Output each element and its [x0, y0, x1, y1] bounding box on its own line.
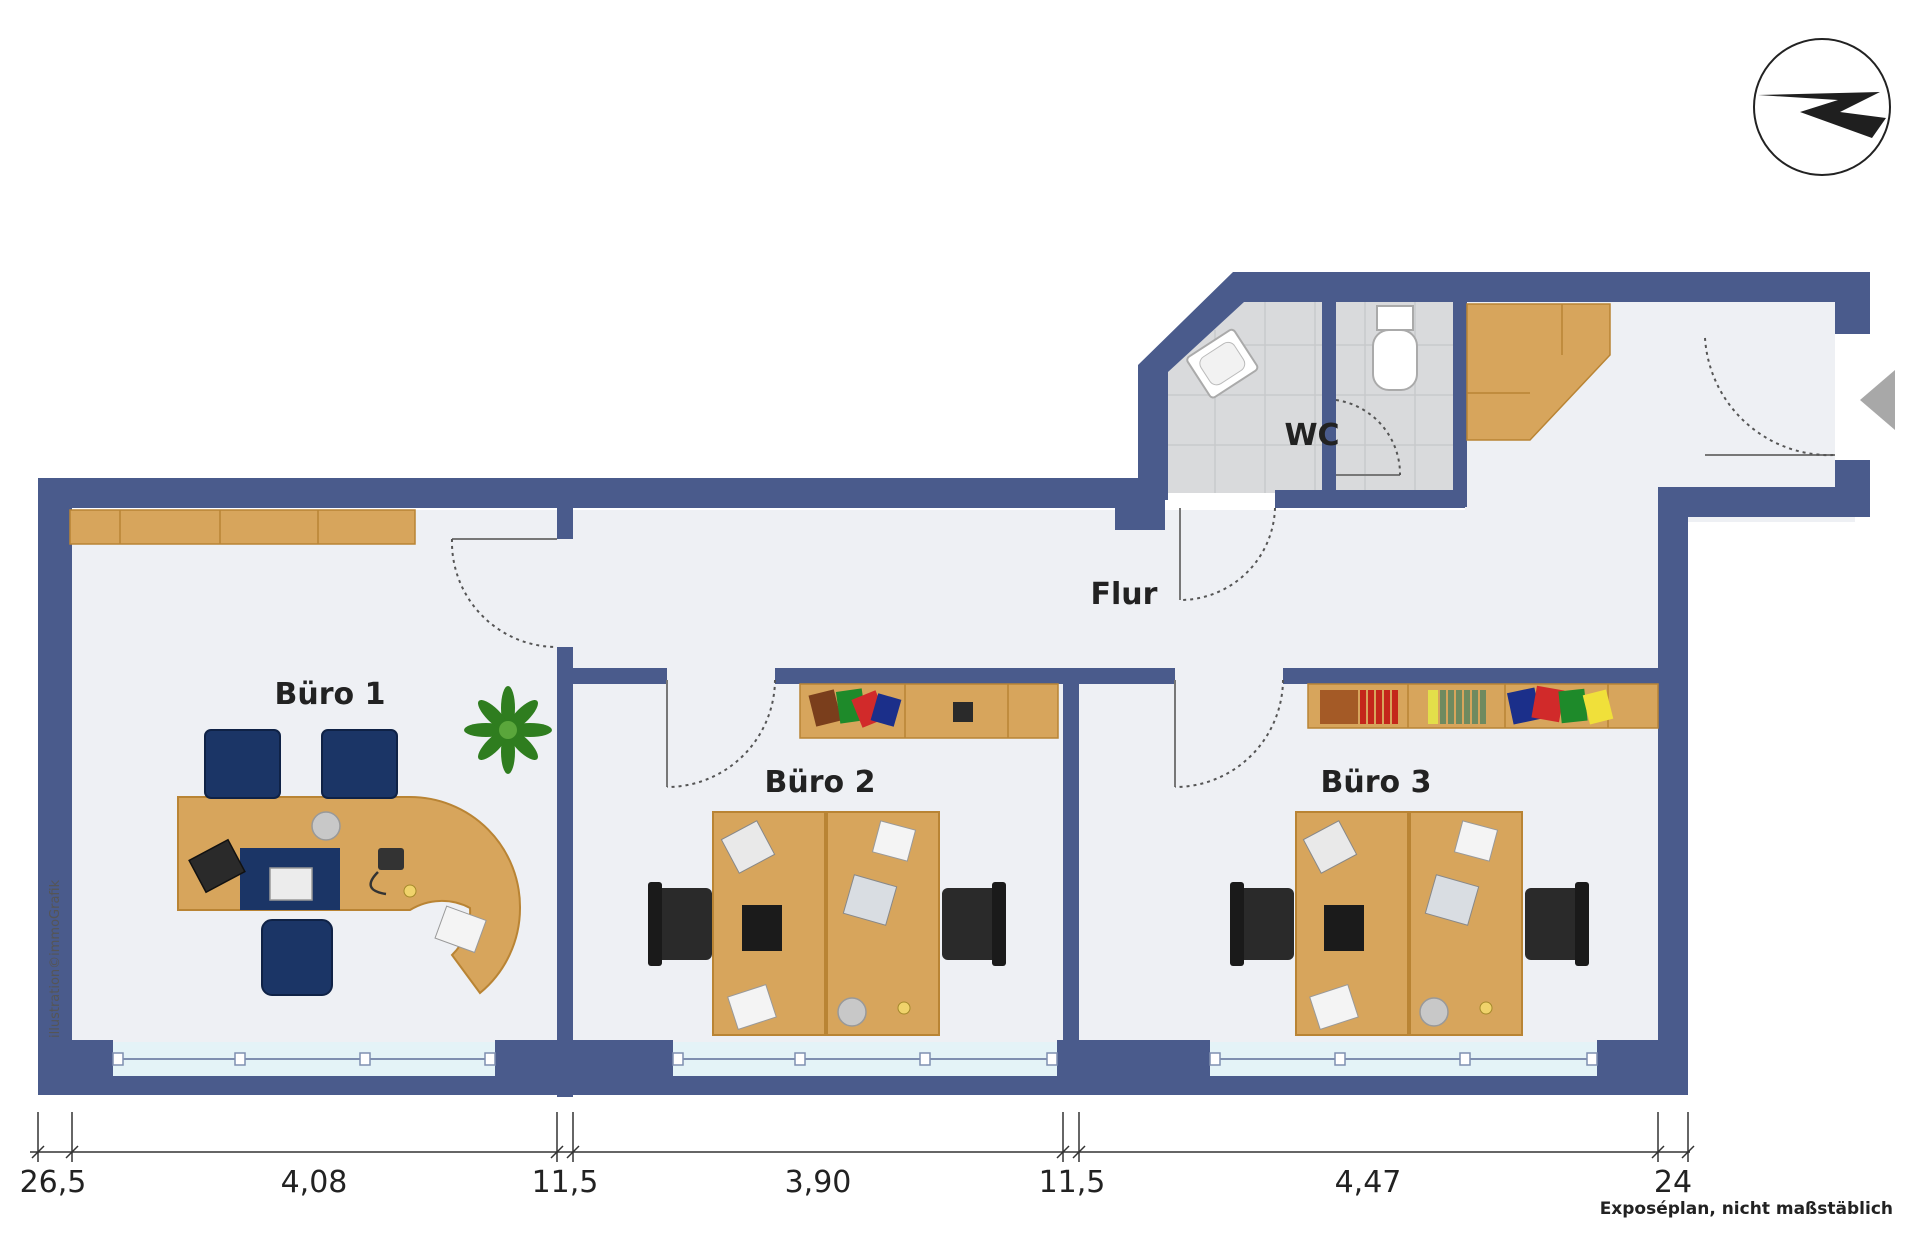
chair-icon [261, 919, 333, 996]
dimension-label: 4,08 [281, 1165, 348, 1200]
dimension-label: 11,5 [1039, 1165, 1106, 1200]
desk-buero1 [177, 729, 522, 996]
dimension-label: 24 [1654, 1165, 1692, 1200]
chair-icon [648, 882, 712, 966]
wc-fixtures [1186, 305, 1418, 399]
shelf-buero3 [1307, 683, 1659, 729]
room-label-buero1: Büro 1 [275, 677, 386, 712]
cabinet-buero1 [69, 509, 416, 545]
room-label-buero3: Büro 3 [1321, 765, 1432, 800]
scale-note: Exposéplan, nicht maßstäblich [1600, 1199, 1893, 1219]
room-label-wc: WC [1284, 418, 1339, 453]
dimension-label: 3,90 [785, 1165, 852, 1200]
room-label-buero2: Büro 2 [765, 765, 876, 800]
dimension-label: 26,5 [20, 1165, 87, 1200]
cabinet-entrance [1466, 303, 1611, 441]
desks-buero2 [648, 811, 1006, 1036]
room-label-flur: Flur [1091, 577, 1158, 612]
dimension-line [30, 1112, 1695, 1162]
cabinet-buero2 [799, 683, 1059, 739]
sink-icon [1186, 328, 1259, 399]
doors [450, 337, 1836, 788]
phone-icon [369, 848, 404, 896]
chair-icon [942, 882, 1006, 966]
laptop-icon [188, 838, 246, 894]
north-arrow-icon [1753, 38, 1891, 176]
chair-icon [204, 729, 281, 799]
entrance-arrow-icon [1860, 370, 1895, 430]
dimension-label: 11,5 [532, 1165, 599, 1200]
toilet-icon [1372, 305, 1418, 391]
chair-icon [321, 729, 398, 799]
plant-icon [464, 686, 552, 774]
chair-icon [1525, 882, 1589, 966]
chair-icon [1230, 882, 1294, 966]
desks-buero3 [1230, 811, 1589, 1036]
windows [112, 334, 1870, 1076]
credit-text: illustration©immoGrafik [48, 879, 63, 1038]
dimension-label: 4,47 [1335, 1165, 1402, 1200]
